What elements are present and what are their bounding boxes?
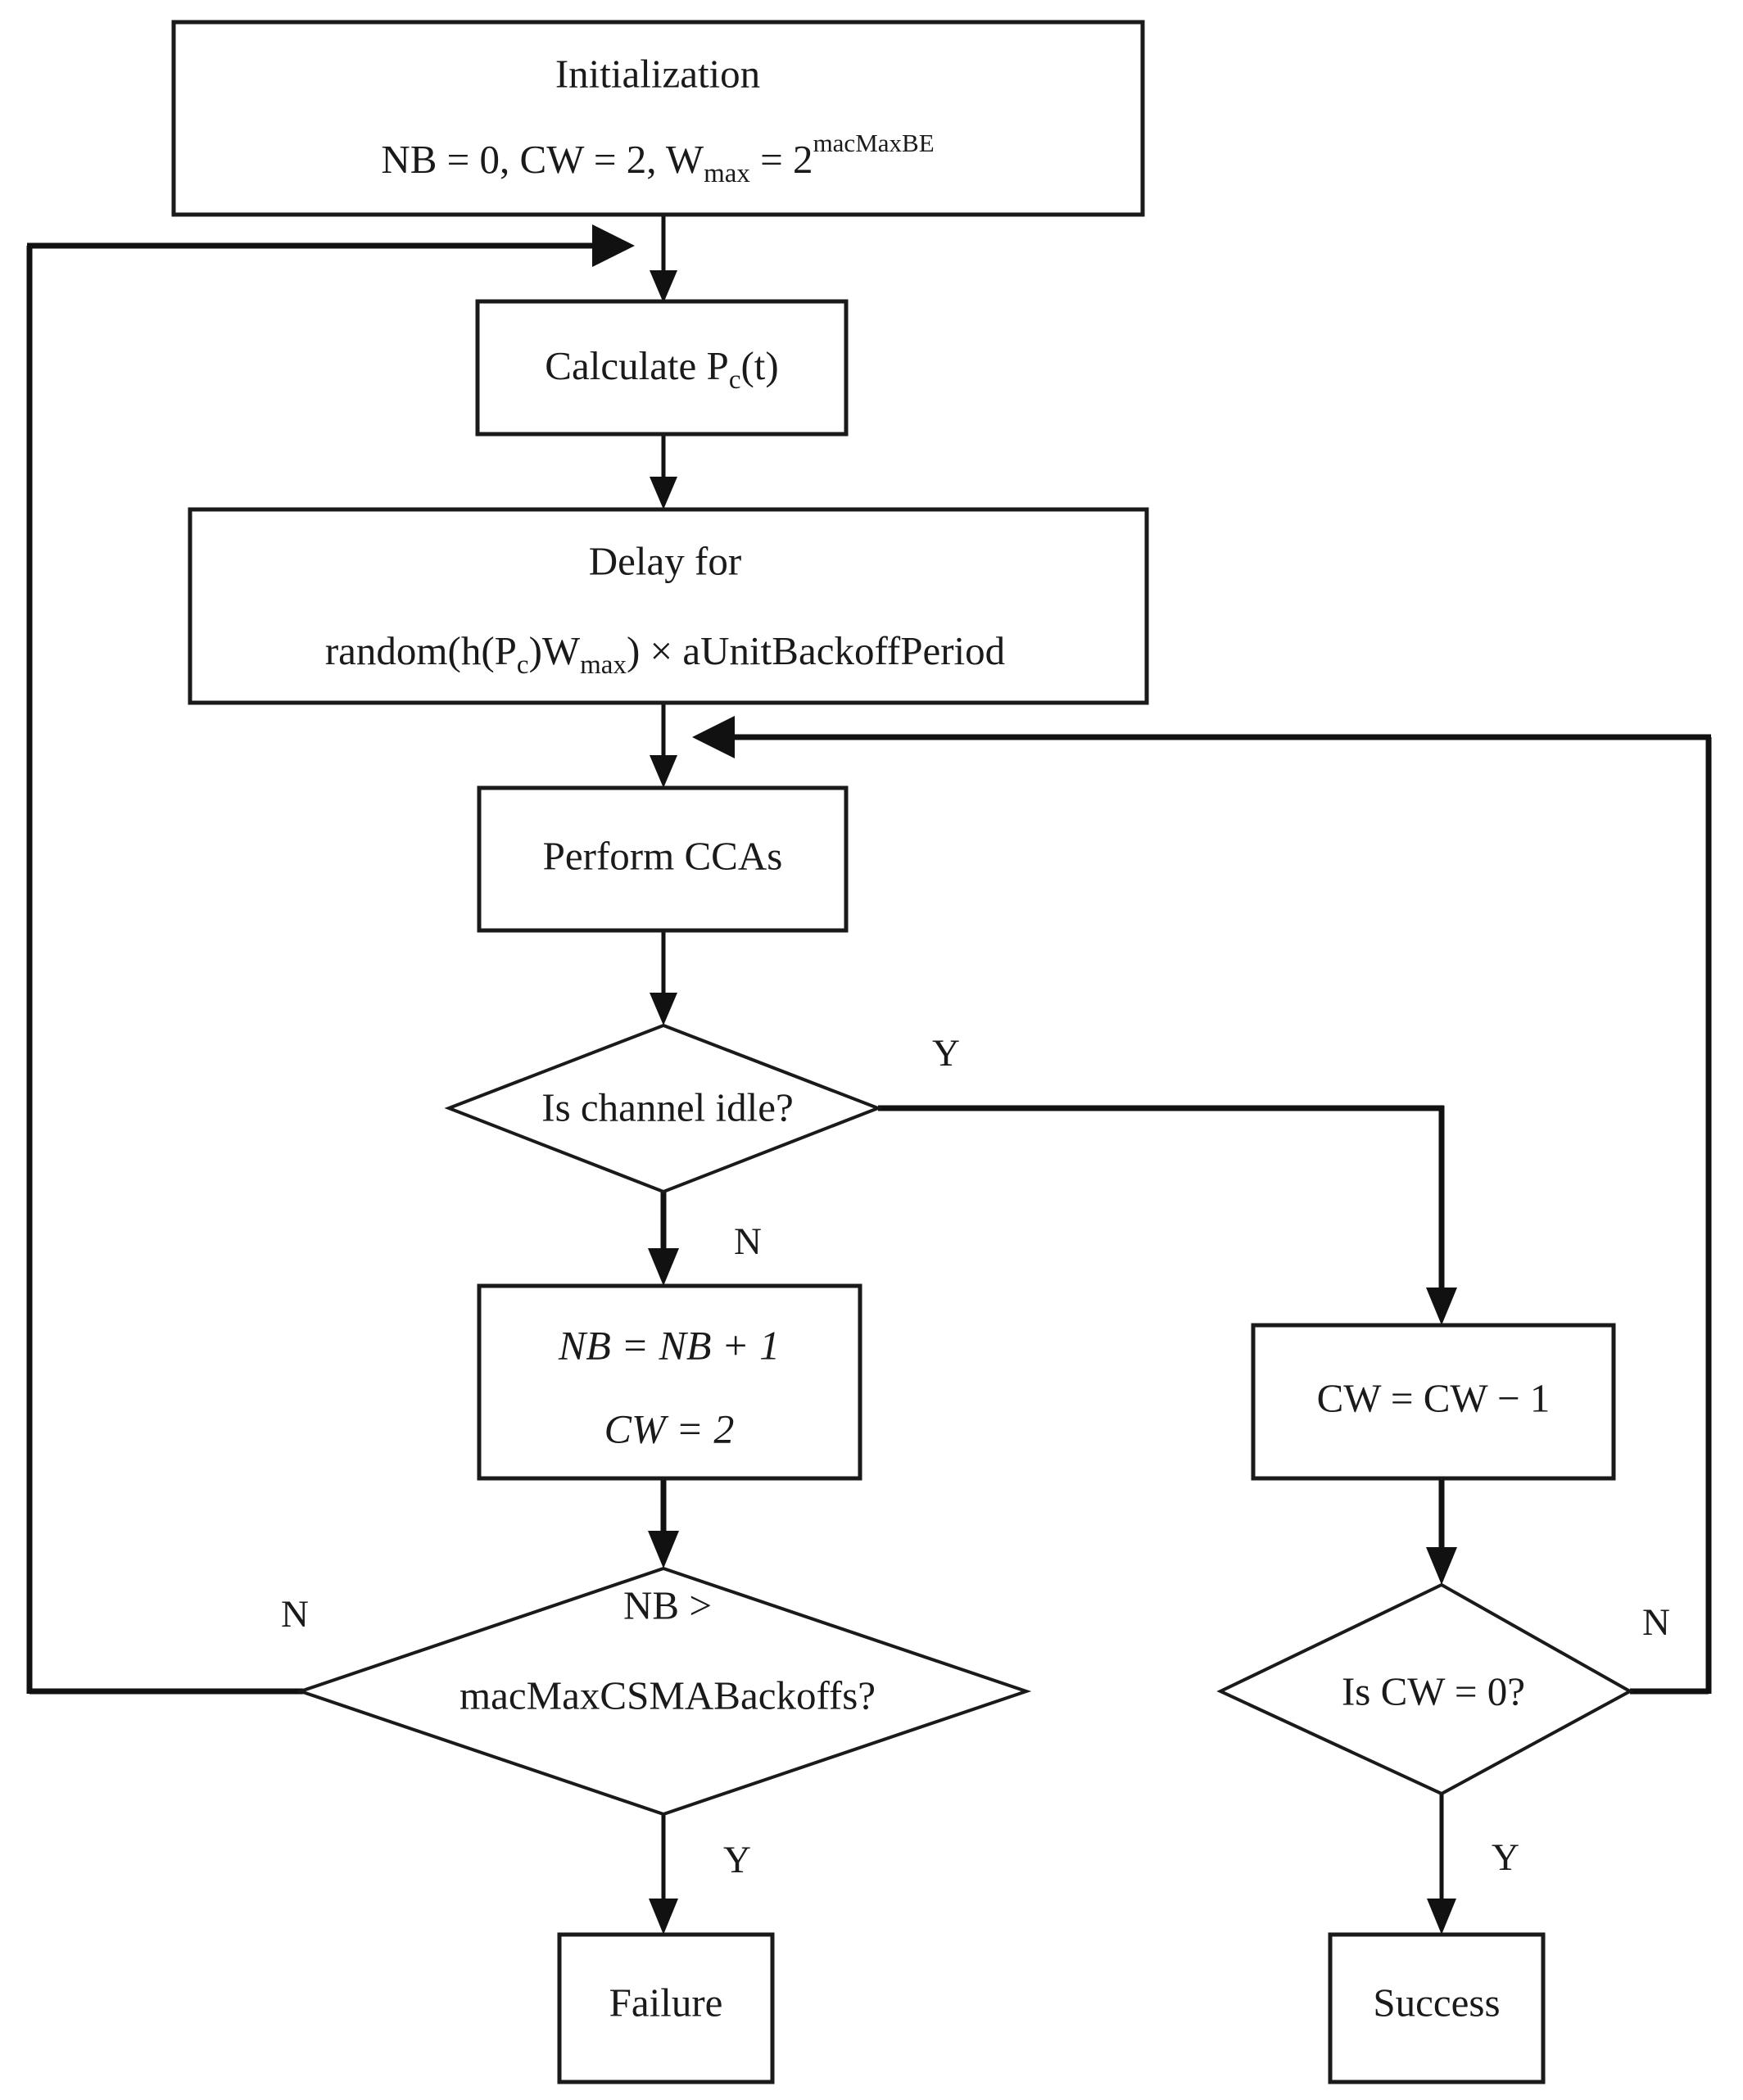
edge-init-to-calculate [650, 215, 677, 303]
edge-ccas-to-idle [650, 930, 677, 1025]
init-formula-part-a: NB = 0, CW = 2, W [381, 137, 704, 182]
edge-delay-to-ccas [650, 703, 677, 788]
edge-cw-yes-success [1427, 1794, 1456, 1935]
edge-cw-to-decision [1426, 1478, 1457, 1585]
node-success[interactable]: Success [1328, 1932, 1546, 2084]
edge-nb-to-decision [648, 1478, 679, 1568]
edge-label-cw-zero-no: N [1642, 1601, 1670, 1644]
edge-calculate-to-delay [650, 434, 677, 509]
increment-nb-line2: CW = 2 [604, 1405, 735, 1451]
edge-label-layer: Y N N Y N Y [281, 1032, 1670, 1881]
is-cw-zero-label: Is CW = 0? [1342, 1668, 1525, 1713]
node-decrement-cw[interactable]: CW = CW − 1 [1251, 1323, 1616, 1481]
delay-sub2: max [580, 650, 627, 680]
node-nb-exceeds-max[interactable]: NB > macMaxCSMABackoffs? [295, 1566, 1032, 1817]
delay-title: Delay for [589, 538, 741, 583]
initialization-formula: NB = 0, CW = 2, Wmax = 2macMaxBE [381, 129, 934, 188]
edge-label-cw-zero-yes: Y [1492, 1836, 1519, 1879]
delay-part-c: ) × aUnitBackoffPeriod [627, 628, 1005, 673]
failure-label: Failure [609, 1980, 723, 2025]
edge-nb-no-feedback [26, 224, 635, 1695]
calculate-pc-label: Calculate Pc(t) [545, 343, 778, 394]
node-calculate-pc[interactable]: Calculate Pc(t) [475, 299, 849, 437]
edge-label-channel-idle-no: N [734, 1220, 762, 1263]
node-is-cw-zero[interactable]: Is CW = 0? [1216, 1582, 1634, 1796]
node-delay[interactable]: Delay for random(h(Pc)Wmax) × aUnitBacko… [188, 507, 1149, 705]
edge-cw-no-feedback [692, 716, 1712, 1695]
calc-sub: c [729, 365, 741, 395]
delay-part-b: )W [529, 628, 581, 673]
nb-exceeds-line1: NB > [623, 1582, 712, 1627]
edge-label-nb-exceeds-yes: Y [723, 1839, 751, 1881]
node-increment-nb[interactable]: NB = NB + 1 CW = 2 [477, 1283, 862, 1481]
node-initialization[interactable]: Initialization NB = 0, CW = 2, Wmax = 2m… [171, 20, 1145, 217]
edge-nb-yes-failure [649, 1814, 678, 1935]
increment-nb-line1: NB = NB + 1 [558, 1322, 780, 1368]
init-formula-part-b: = 2 [750, 137, 813, 182]
initialization-title: Initialization [555, 51, 760, 96]
delay-formula: random(h(Pc)Wmax) × aUnitBackoffPeriod [325, 628, 1005, 679]
delay-part-a: random(h(P [325, 628, 517, 673]
nb-exceeds-line2: macMaxCSMABackoffs? [460, 1672, 876, 1718]
node-perform-ccas[interactable]: Perform CCAs [477, 785, 849, 933]
edge-label-channel-idle-yes: Y [932, 1032, 960, 1075]
success-label: Success [1373, 1980, 1500, 2025]
delay-sub1: c [517, 650, 529, 680]
calc-part-b: (t) [740, 343, 778, 388]
perform-ccas-label: Perform CCAs [543, 833, 783, 878]
is-channel-idle-label: Is channel idle? [541, 1084, 793, 1129]
edge-label-nb-exceeds-no: N [281, 1593, 309, 1636]
edge-idle-no [648, 1192, 679, 1286]
node-is-channel-idle[interactable]: Is channel idle? [444, 1023, 883, 1194]
edge-layer: right then down to CW = CW - 1 --> down … [26, 215, 1712, 1935]
calc-part-a: Calculate P [545, 343, 729, 388]
node-failure[interactable]: Failure [557, 1932, 775, 2084]
init-formula-sup: macMaxBE [813, 129, 935, 157]
edge-idle-yes [878, 1105, 1457, 1325]
decrement-cw-label: CW = CW − 1 [1317, 1375, 1551, 1420]
init-formula-sub: max [704, 159, 750, 188]
